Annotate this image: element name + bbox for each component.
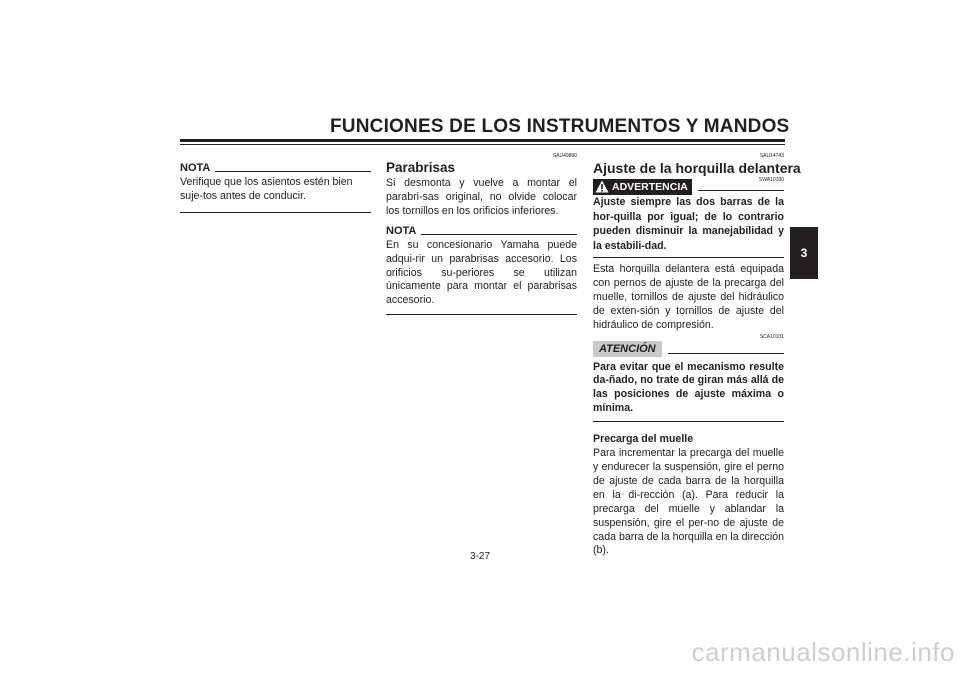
caution-text: Para evitar que el mecanismo resulte da-…	[593, 360, 784, 415]
warning-code: SWA10180	[758, 177, 784, 183]
column-left: NOTA Verifique que los asientos estén bi…	[180, 148, 371, 213]
column-middle: SAU49880 Parabrisas Si desmonta y vuelve…	[386, 148, 577, 316]
column-right: SAU14743 Ajuste de la horquilla delanter…	[593, 148, 801, 558]
nota-rule	[421, 233, 577, 235]
warning-end-rule	[593, 257, 784, 258]
caution-code: SCA10101	[759, 333, 784, 340]
warning-rule	[697, 190, 784, 191]
warning-label: ADVERTENCIA	[612, 180, 688, 193]
section-heading-horquilla: Ajuste de la horquilla delantera	[593, 160, 801, 176]
header-rule-thin	[180, 144, 785, 145]
section-code: SAU14743	[759, 153, 784, 159]
precarga-text: Para incrementar la precarga del muelle …	[593, 447, 784, 557]
nota-label: NOTA	[386, 224, 417, 237]
watermark: carmanualsonline.info	[691, 637, 955, 667]
caution-heading: ATENCIÓN	[593, 341, 784, 358]
section-heading-parabrisas: Parabrisas	[386, 160, 456, 175]
nota-label: NOTA	[180, 162, 211, 174]
nota-rule	[215, 171, 371, 172]
section-tab: 3	[790, 227, 818, 279]
parabrisas-text: Si desmonta y vuelve a montar el parabri…	[386, 177, 577, 217]
section-code: SAU49880	[552, 153, 577, 159]
caution-badge: ATENCIÓN	[593, 341, 662, 358]
nota-text: En su concesionario Yamaha puede adqui-r…	[386, 238, 577, 307]
nota-heading: NOTA	[180, 159, 371, 174]
caution-rule	[667, 352, 784, 354]
nota-text: Verifique que los asientos estén bien su…	[180, 176, 353, 202]
caution-end-rule	[593, 421, 784, 423]
nota-end-rule	[386, 314, 577, 316]
warning-triangle-icon	[595, 180, 609, 193]
warning-heading: ADVERTENCIA	[593, 178, 784, 195]
page-number: 3-27	[469, 551, 490, 562]
warning-badge: ADVERTENCIA	[593, 178, 692, 195]
nota-end-rule	[180, 211, 371, 213]
subheading-precarga: Precarga del muelle	[593, 433, 694, 446]
horquilla-text: Esta horquilla delantera está equipada c…	[593, 263, 784, 331]
page-header-title: FUNCIONES DE LOS INSTRUMENTOS Y MANDOS	[330, 116, 790, 137]
nota-heading: NOTA	[386, 222, 577, 237]
header-rule	[180, 139, 785, 142]
warning-text: Ajuste siempre las dos barras de la hor-…	[593, 196, 784, 252]
